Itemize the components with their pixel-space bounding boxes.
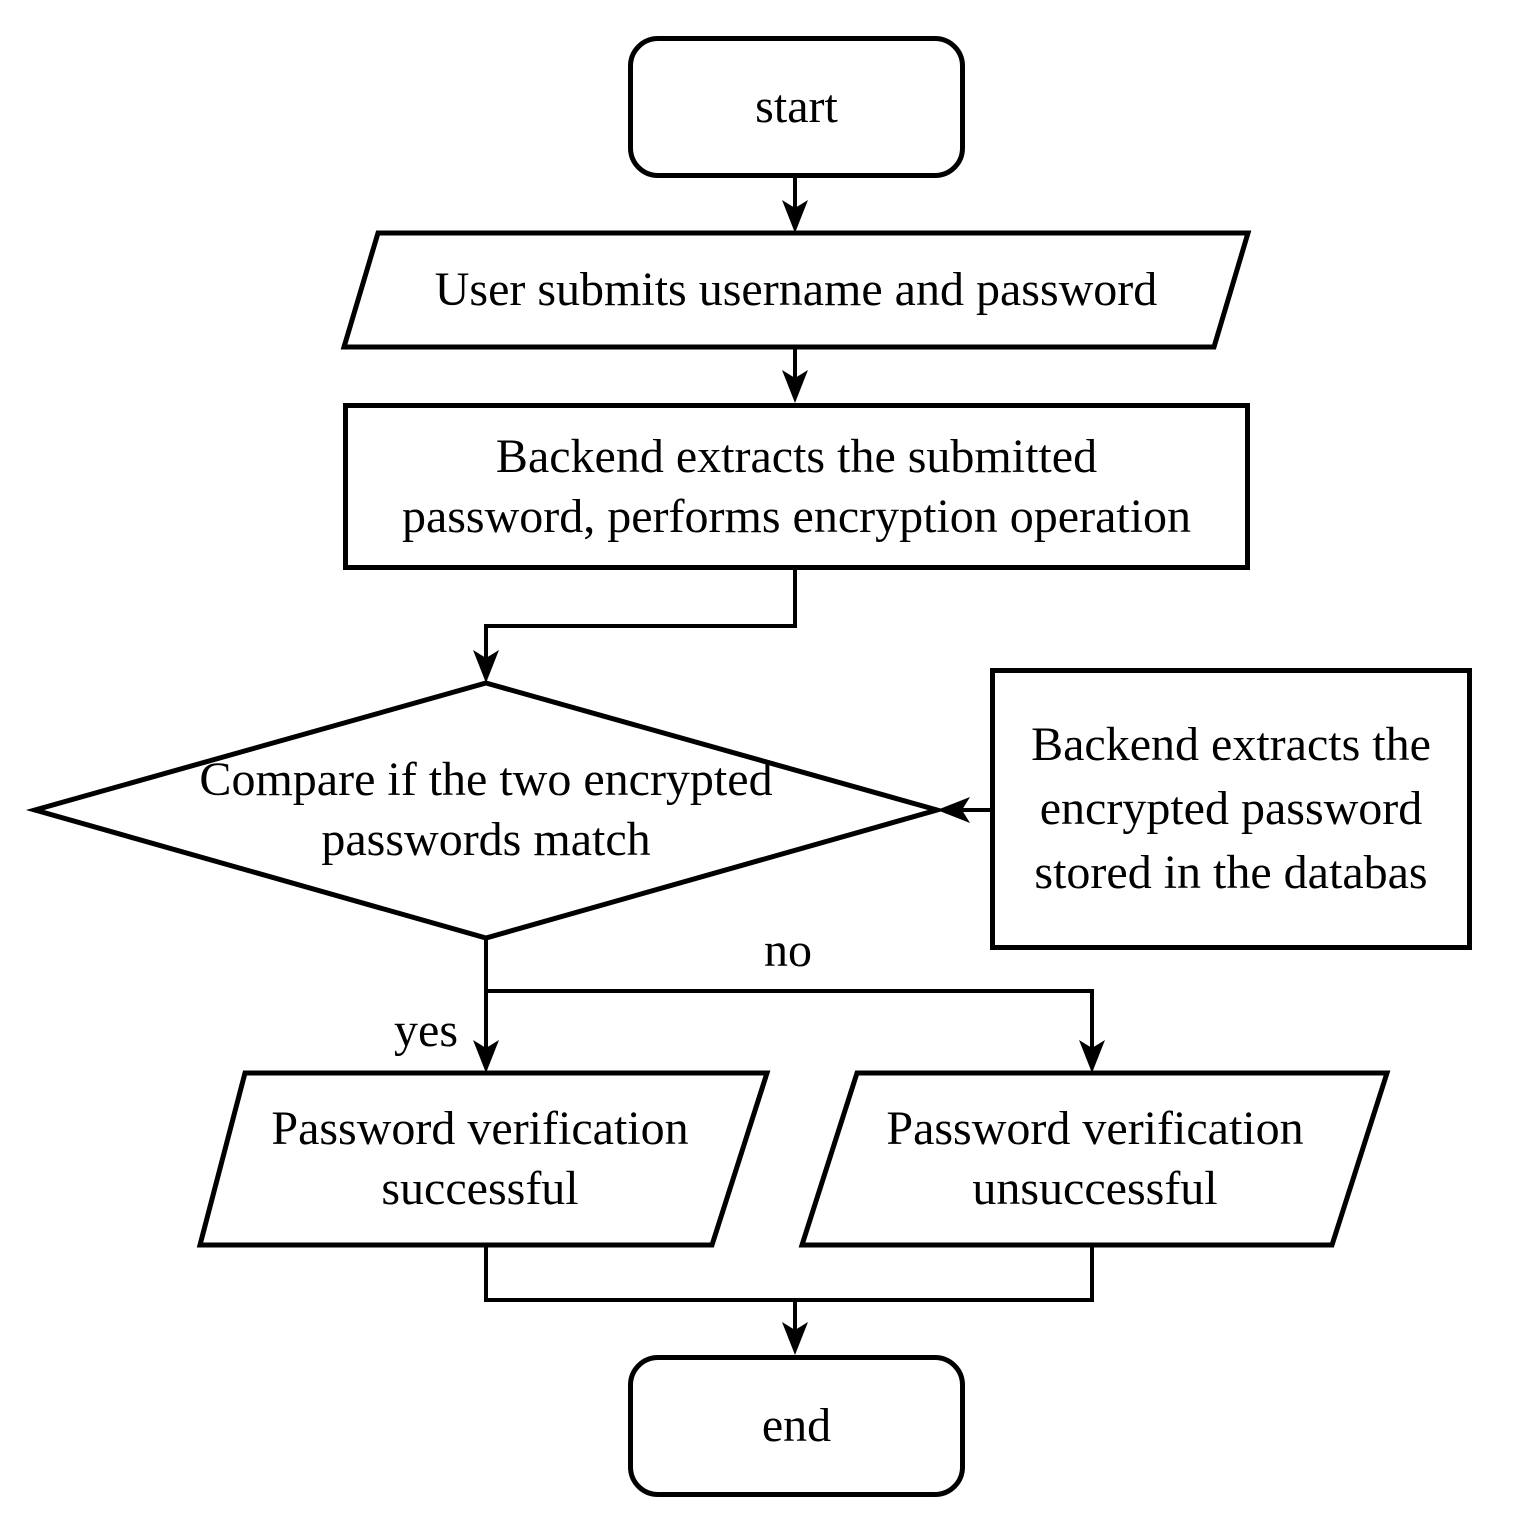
arrowhead-down-icon	[782, 1322, 808, 1355]
decision-compare-shape	[25, 680, 947, 941]
arrow-encrypt-to-compare	[484, 570, 797, 658]
arrowhead-down-icon	[473, 1040, 499, 1073]
arrowhead-left-icon	[937, 797, 970, 823]
arrow-no-branch	[486, 989, 1094, 1048]
arrowhead-down-icon	[473, 650, 499, 683]
no-label: no	[764, 924, 812, 977]
merge-connector	[484, 1245, 1094, 1302]
io-verification-success-shape	[196, 1070, 771, 1248]
arrowhead-down-icon	[782, 200, 808, 233]
io-verification-failure-shape	[798, 1070, 1391, 1248]
io-user-submit-shape	[340, 230, 1252, 350]
yes-label: yes	[394, 1004, 458, 1057]
arrowhead-down-icon	[782, 370, 808, 403]
arrowhead-down-icon	[1079, 1040, 1105, 1073]
